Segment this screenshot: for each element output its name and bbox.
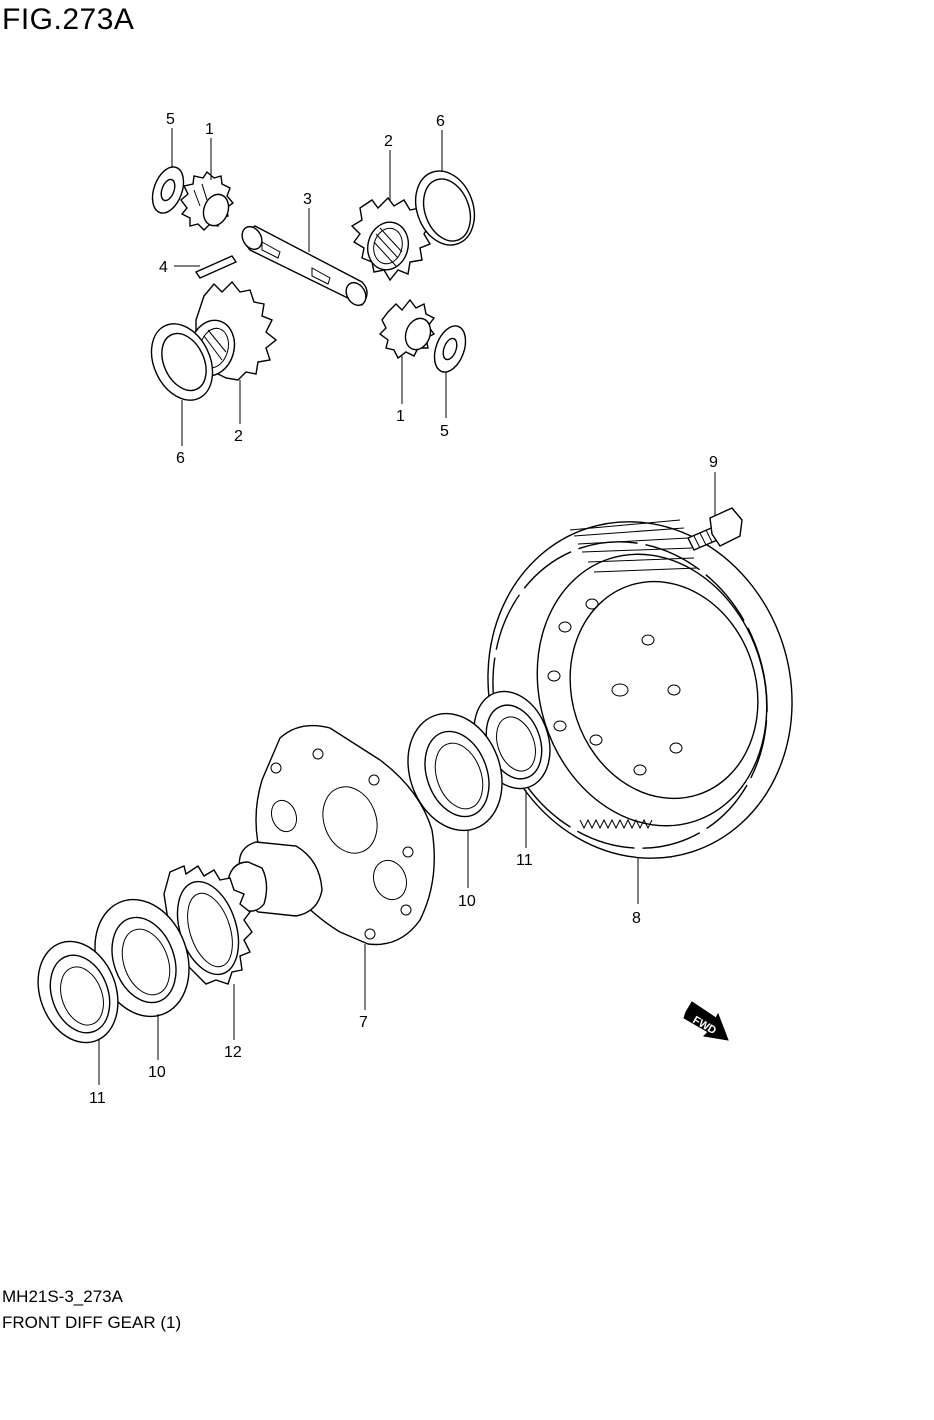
differential-case-7[interactable] xyxy=(227,724,435,946)
figure-code: MH21S-3_273A xyxy=(2,1287,123,1306)
thrust-washer-5-upper[interactable] xyxy=(147,163,190,218)
callout-1: 1 xyxy=(396,408,405,425)
oil-seal-11-left[interactable] xyxy=(25,930,132,1054)
pinion-shaft-3[interactable] xyxy=(238,223,370,309)
ring-gear-bolt-9[interactable] xyxy=(687,507,743,551)
side-gear-2-lower[interactable] xyxy=(184,280,278,381)
callout-9: 9 xyxy=(709,454,718,471)
bearing-10-left[interactable] xyxy=(79,886,205,1030)
callout-11: 11 xyxy=(89,1090,106,1107)
pinion-gear-1-upper[interactable] xyxy=(180,170,235,231)
lock-pin-4[interactable] xyxy=(194,255,238,279)
drive-gear-12[interactable] xyxy=(163,865,253,985)
callout-11: 11 xyxy=(516,852,533,869)
ring-gear-teeth xyxy=(569,519,699,830)
leader-lines xyxy=(98,128,716,1085)
callout-10: 10 xyxy=(458,893,476,910)
callout-1: 1 xyxy=(205,121,214,138)
fwd-arrow-icon: FWD xyxy=(683,1001,729,1041)
pinion-gear-1-lower[interactable] xyxy=(378,298,436,360)
bearing-10-right[interactable] xyxy=(392,700,518,844)
thrust-washer-5-lower[interactable] xyxy=(429,322,472,377)
callout-6: 6 xyxy=(176,450,185,467)
callout-2: 2 xyxy=(384,133,393,150)
final-gear-8[interactable] xyxy=(445,482,835,898)
side-gear-2-upper[interactable] xyxy=(350,196,432,282)
callout-4: 4 xyxy=(159,259,168,276)
callout-12: 12 xyxy=(224,1044,242,1061)
callout-3: 3 xyxy=(303,191,312,208)
ring-gear-bolt-holes xyxy=(547,598,683,776)
callout-5: 5 xyxy=(440,423,449,440)
callout-8: 8 xyxy=(632,910,641,927)
callout-5: 5 xyxy=(166,111,175,128)
callout-6: 6 xyxy=(436,113,445,130)
thrust-washer-6-lower[interactable] xyxy=(140,314,225,410)
callout-10: 10 xyxy=(148,1064,166,1081)
figure-description: FRONT DIFF GEAR (1) xyxy=(2,1313,182,1332)
figure-title: FIG.273A xyxy=(2,3,135,36)
callout-7: 7 xyxy=(359,1014,368,1031)
callout-labels: 5 1 3 2 6 4 6 2 1 5 9 11 10 8 7 12 10 11 xyxy=(89,111,718,1107)
thrust-washer-6-upper[interactable] xyxy=(406,163,485,254)
callout-2: 2 xyxy=(234,428,243,445)
